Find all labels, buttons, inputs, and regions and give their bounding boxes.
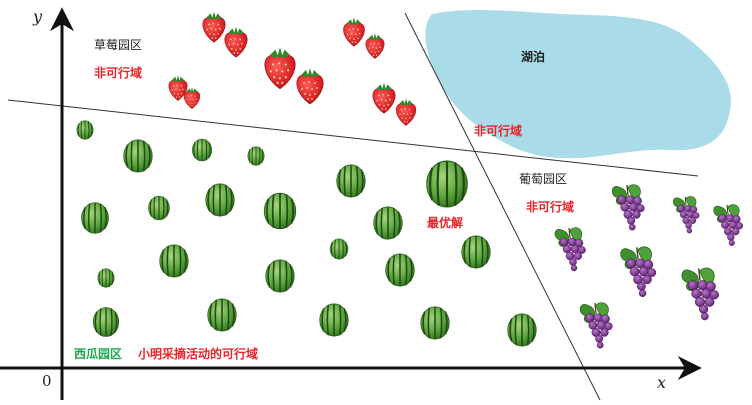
watermelon-field: [76, 120, 538, 347]
watermelon-icon: [506, 313, 538, 347]
watermelon-icon: [147, 195, 171, 221]
lake-infeasible-label: 非可行域: [474, 124, 523, 138]
strawberry-icon: [372, 82, 396, 114]
watermelon-icon: [419, 306, 451, 340]
watermelon-icon: [158, 244, 190, 278]
watermelon-icon: [264, 259, 296, 293]
grape-cluster-group: [554, 184, 744, 349]
x-axis-label: x: [657, 373, 667, 392]
watermelon-icon: [372, 206, 404, 240]
strawberry-garden-label: 草莓园区: [94, 38, 143, 52]
watermelon-icon: [263, 192, 297, 230]
watermelon-icon: [425, 159, 469, 209]
watermelon-icon: [318, 303, 350, 337]
constraint-line-1: [7, 99, 699, 177]
optimal-solution-label: 最优解: [427, 216, 464, 230]
watermelon-icon: [247, 146, 265, 166]
strawberry-icon: [395, 98, 417, 126]
grape-cluster-icon: [672, 195, 700, 234]
grape-cluster-icon: [681, 267, 720, 321]
lake-shape: [425, 9, 731, 159]
strawberry-icon: [343, 17, 365, 47]
lake-label: 湖泊: [521, 50, 546, 64]
grape-cluster-icon: [713, 203, 744, 247]
watermelon-icon: [191, 138, 213, 162]
strawberry-icon: [296, 67, 324, 105]
watermelon-garden-label: 西瓜园区: [74, 347, 123, 361]
watermelon-icon: [384, 253, 416, 287]
feasible-region-label: 小明采摘活动的可行域: [138, 347, 259, 361]
watermelon-icon: [206, 298, 238, 332]
origin-label: 0: [42, 372, 52, 390]
watermelon-icon: [329, 238, 349, 260]
grape-cluster-icon: [579, 302, 614, 349]
watermelon-icon: [460, 235, 492, 269]
watermelon-icon: [97, 268, 115, 288]
grape-cluster-icon: [611, 184, 646, 231]
grape-infeasible-label: 非可行域: [526, 200, 575, 214]
watermelon-icon: [335, 164, 367, 198]
constraint-line-2: [404, 12, 601, 401]
strawberry-icon: [224, 26, 248, 58]
grape-garden-label: 葡萄园区: [519, 172, 568, 186]
y-axis-label: y: [33, 7, 43, 26]
watermelon-icon: [92, 306, 120, 338]
watermelon-icon: [122, 139, 154, 173]
strawberry-icon: [365, 33, 385, 59]
grape-cluster-icon: [554, 227, 587, 272]
strawberry-cluster: [168, 11, 417, 126]
watermelon-icon: [204, 183, 236, 217]
watermelon-icon: [80, 201, 110, 235]
grape-cluster-icon: [619, 246, 657, 298]
strawberry-infeasible-label: 非可行域: [94, 66, 143, 80]
strawberry-icon: [264, 46, 296, 90]
watermelon-icon: [76, 120, 94, 140]
strawberry-icon: [202, 11, 226, 43]
